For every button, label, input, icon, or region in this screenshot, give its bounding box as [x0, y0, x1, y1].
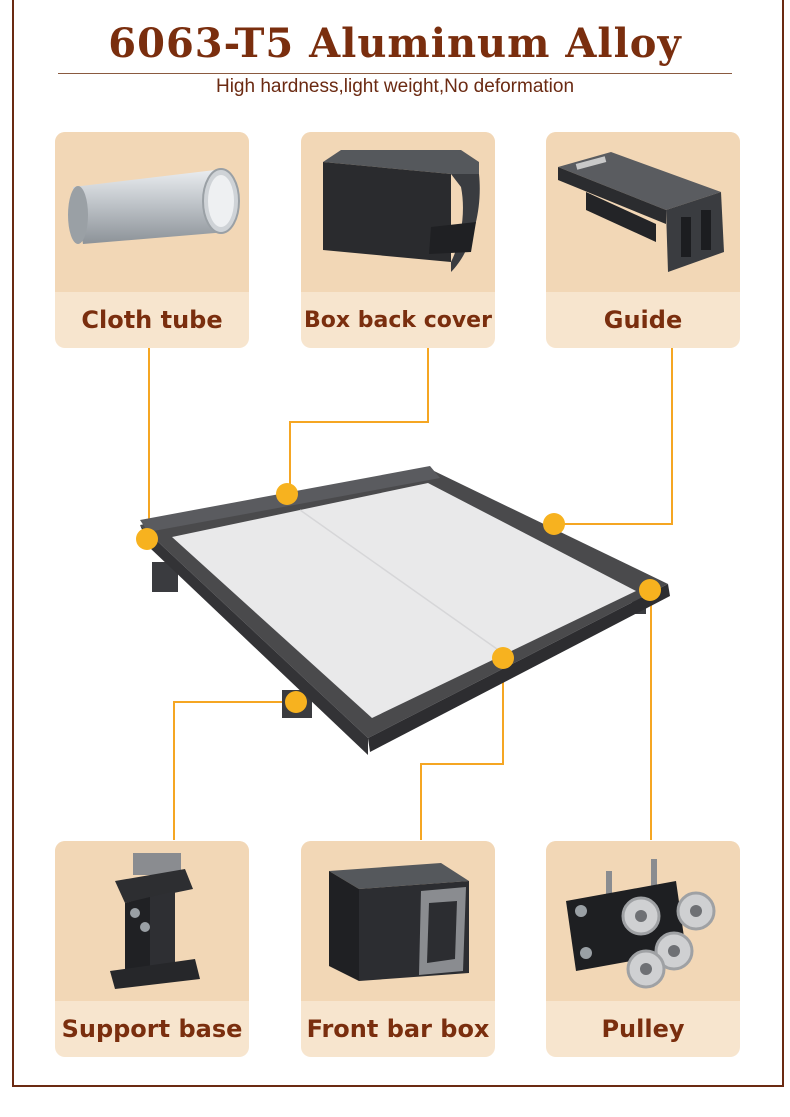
- guide-rail-icon: [558, 152, 724, 272]
- callout-dot-guide: [543, 513, 565, 535]
- callout-dot-cloth-tube: [136, 528, 158, 550]
- page-subtitle: High hardness,light weight,No deformatio…: [215, 76, 575, 97]
- part-label: Cloth tube: [81, 306, 223, 334]
- support-base-icon: [110, 853, 200, 989]
- part-label: Guide: [603, 306, 683, 334]
- awning-front-edge: [368, 584, 670, 752]
- callout-lines: [148, 348, 673, 840]
- card-guide: Guide: [546, 132, 740, 348]
- fabric-seam: [299, 509, 505, 655]
- card-support-base: Support base: [55, 841, 249, 1057]
- card-image: [55, 132, 249, 292]
- page-frame: [12, 0, 784, 1087]
- awning-assembly-diagram: [136, 348, 673, 840]
- callout-line-guide: [554, 348, 673, 525]
- part-label: Front bar box: [306, 1015, 490, 1043]
- card-image: [301, 132, 495, 292]
- card-cloth-tube: Cloth tube: [55, 132, 249, 348]
- page-title: 6063-T5 Aluminum Alloy: [108, 20, 682, 67]
- cloth-tube-icon: [68, 168, 240, 244]
- callout-dot-support-base: [285, 691, 307, 713]
- awning-frame-edge: [140, 525, 368, 755]
- title-divider: [58, 73, 732, 74]
- callout-line-front-bar-box: [420, 658, 504, 840]
- pulley-icon: [566, 859, 716, 989]
- part-label: Box back cover: [304, 307, 492, 333]
- awning-fabric: [172, 483, 636, 718]
- card-image: [546, 132, 740, 292]
- callout-line-box-back-cover: [289, 348, 429, 494]
- callout-dot-front-bar-box: [492, 647, 514, 669]
- callout-line-support-base: [173, 701, 296, 840]
- callout-dot-box-back-cover: [276, 483, 298, 505]
- callout-dots: [136, 483, 661, 713]
- card-image: [55, 841, 249, 1001]
- part-label: Pulley: [601, 1015, 685, 1043]
- box-back-cover-icon: [323, 150, 480, 272]
- card-pulley: Pulley: [546, 841, 740, 1057]
- card-box-back-cover: Box back cover: [301, 132, 495, 348]
- part-label: Support base: [61, 1015, 243, 1043]
- card-image: [301, 841, 495, 1001]
- callout-dot-pulley: [639, 579, 661, 601]
- card-image: [546, 841, 740, 1001]
- card-front-bar-box: Front bar box: [301, 841, 495, 1057]
- front-bar-box-icon: [329, 863, 469, 981]
